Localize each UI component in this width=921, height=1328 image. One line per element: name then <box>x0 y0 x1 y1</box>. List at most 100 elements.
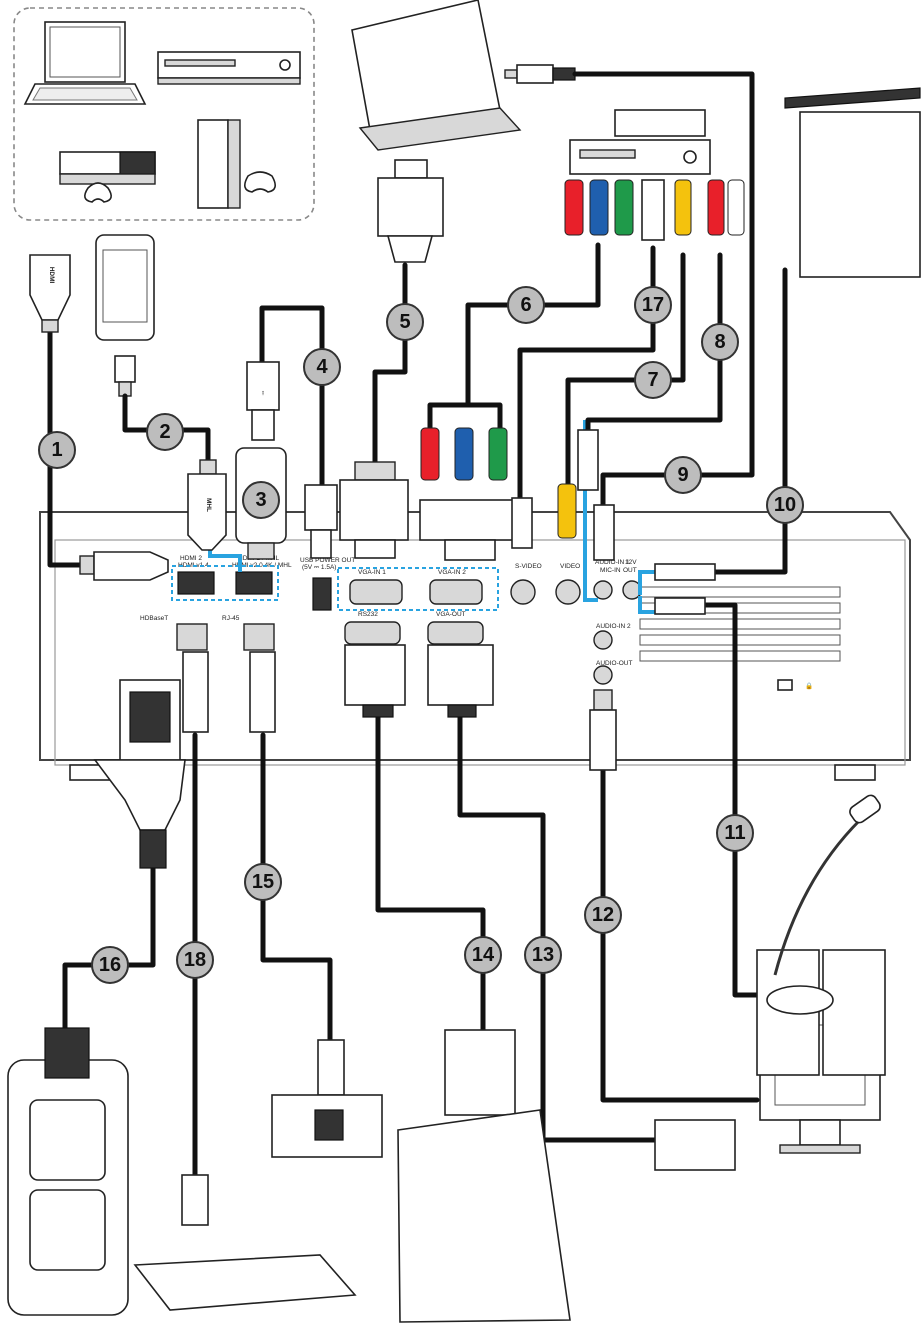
hdmi-plug-icon: HDMI <box>29 254 71 333</box>
callout-7: 7 <box>634 361 672 399</box>
callout-14: 14 <box>464 936 502 974</box>
label-vga-out: VGA-OUT <box>436 611 466 618</box>
hdmi-plug-label: HDMI <box>48 267 55 284</box>
hdmi2-port <box>177 571 215 595</box>
12v-plug-icon <box>654 563 716 581</box>
label-usb-power-sub: (5V ⎓ 1.5A) <box>302 564 336 571</box>
video-port <box>555 579 581 605</box>
svg-text:11: 11 <box>724 822 745 844</box>
svg-text:15: 15 <box>252 871 274 893</box>
cable-11 <box>697 602 773 998</box>
label-vga-in1: VGA-IN 1 <box>358 569 386 576</box>
label-rj45: RJ-45 <box>222 615 240 622</box>
callout-15: 15 <box>244 863 282 901</box>
label-hdmi1-sub: HDMI v2.0 4K / MHL <box>232 562 292 569</box>
label-video: VIDEO <box>560 563 580 570</box>
label-hdmi2: HDMI 2 <box>180 555 202 562</box>
laptop-control-icon <box>397 1029 571 1323</box>
cable-7 <box>565 252 686 493</box>
svg-text:18: 18 <box>184 949 206 971</box>
vga-out-port <box>427 621 484 645</box>
rs232-port <box>344 621 401 645</box>
hdbaset-receiver-icon <box>133 1174 357 1311</box>
svg-text:4: 4 <box>316 356 328 378</box>
callout-10: 10 <box>766 486 804 524</box>
callout-4: 4 <box>303 348 341 386</box>
cable-12 <box>600 767 760 1103</box>
ports <box>176 571 642 685</box>
audio-out-port <box>593 665 613 685</box>
rgb-plugs-top-icon <box>564 179 634 236</box>
av-plugs-top-icon <box>674 179 745 236</box>
vga-in2-port <box>429 579 483 605</box>
callouts: 1 2 3 4 5 6 7 8 9 10 11 12 13 14 15 16 1… <box>38 286 804 984</box>
label-mic-in: MIC-IN <box>600 567 621 574</box>
game-console-tower-icon <box>197 119 276 209</box>
cable-14 <box>375 712 486 1038</box>
svg-text:17: 17 <box>642 294 664 316</box>
s-video-plug-bottom-icon <box>511 497 533 549</box>
callout-17: 17 <box>634 286 672 324</box>
label-hdbaset: HDBaseT <box>140 615 168 622</box>
cable-13 <box>457 707 658 1143</box>
mhl-plug-icon: MHL <box>187 459 227 551</box>
rs232-plug-icon <box>344 644 406 718</box>
audio-out-plug-icon <box>589 689 617 771</box>
media-player-icon <box>157 51 301 85</box>
vga-plug-in-icon <box>339 461 409 559</box>
microphone-icon <box>766 794 881 1015</box>
svg-text:16: 16 <box>99 954 121 976</box>
label-audio-out: AUDIO-OUT <box>596 660 633 667</box>
svg-text:13: 13 <box>532 944 554 966</box>
svg-text:12: 12 <box>592 904 614 926</box>
power-inlet <box>119 679 181 761</box>
cable-5 <box>372 262 408 468</box>
cable-15 <box>260 732 333 1043</box>
svg-text:8: 8 <box>714 331 725 353</box>
label-vga-in2: VGA-IN 2 <box>438 569 466 576</box>
callout-16: 16 <box>91 946 129 984</box>
hdbaset-port <box>176 623 208 651</box>
svg-text:1: 1 <box>51 439 62 461</box>
connectors: HDMI MHL ⭫ <box>29 159 745 869</box>
vent-grille <box>639 586 841 662</box>
laptop-vga-source-icon <box>351 0 522 151</box>
svg-text:5: 5 <box>399 311 410 333</box>
callout-9: 9 <box>664 456 702 494</box>
rj45-port <box>243 623 275 651</box>
cable-9 <box>572 71 755 508</box>
game-console-icon <box>59 151 156 203</box>
callout-18: 18 <box>176 941 214 979</box>
label-12v-out: OUT <box>623 567 637 574</box>
composite-plug-bottom-icon <box>557 483 577 539</box>
s-video-port <box>510 579 536 605</box>
label-usb-power: USB POWER OUT <box>300 557 355 564</box>
audio-in2-port <box>593 630 613 650</box>
callout-5: 5 <box>386 303 424 341</box>
callout-2: 2 <box>146 413 184 451</box>
video-source-devices-icon <box>569 109 711 175</box>
svg-text:7: 7 <box>647 369 658 391</box>
svg-text:10: 10 <box>774 494 796 516</box>
svg-text:3: 3 <box>255 489 266 511</box>
hdmi1-port <box>235 571 273 595</box>
callout-6: 6 <box>507 286 545 324</box>
wall-outlet-icon <box>7 1027 129 1316</box>
callout-1: 1 <box>38 431 76 469</box>
usb-plug-bottom-icon <box>304 484 338 559</box>
power-cord-plug-icon <box>93 759 186 869</box>
callout-11: 11 <box>716 814 754 852</box>
audio-plug-bottom-icon <box>577 429 615 561</box>
audio-in1-port <box>593 580 613 600</box>
svg-text:🔒: 🔒 <box>805 682 813 690</box>
cable-10 <box>712 267 788 575</box>
mhl-plug-label: MHL <box>205 498 212 512</box>
hdmi-plug-side-icon <box>79 551 169 581</box>
label-audio-in2: AUDIO-IN 2 <box>596 623 631 630</box>
callout-3: 3 <box>242 481 280 519</box>
projection-screen-icon <box>784 87 921 278</box>
usb-power-port <box>312 577 332 611</box>
mic-plug-icon <box>654 597 706 615</box>
label-s-video: S-VIDEO <box>515 563 542 570</box>
